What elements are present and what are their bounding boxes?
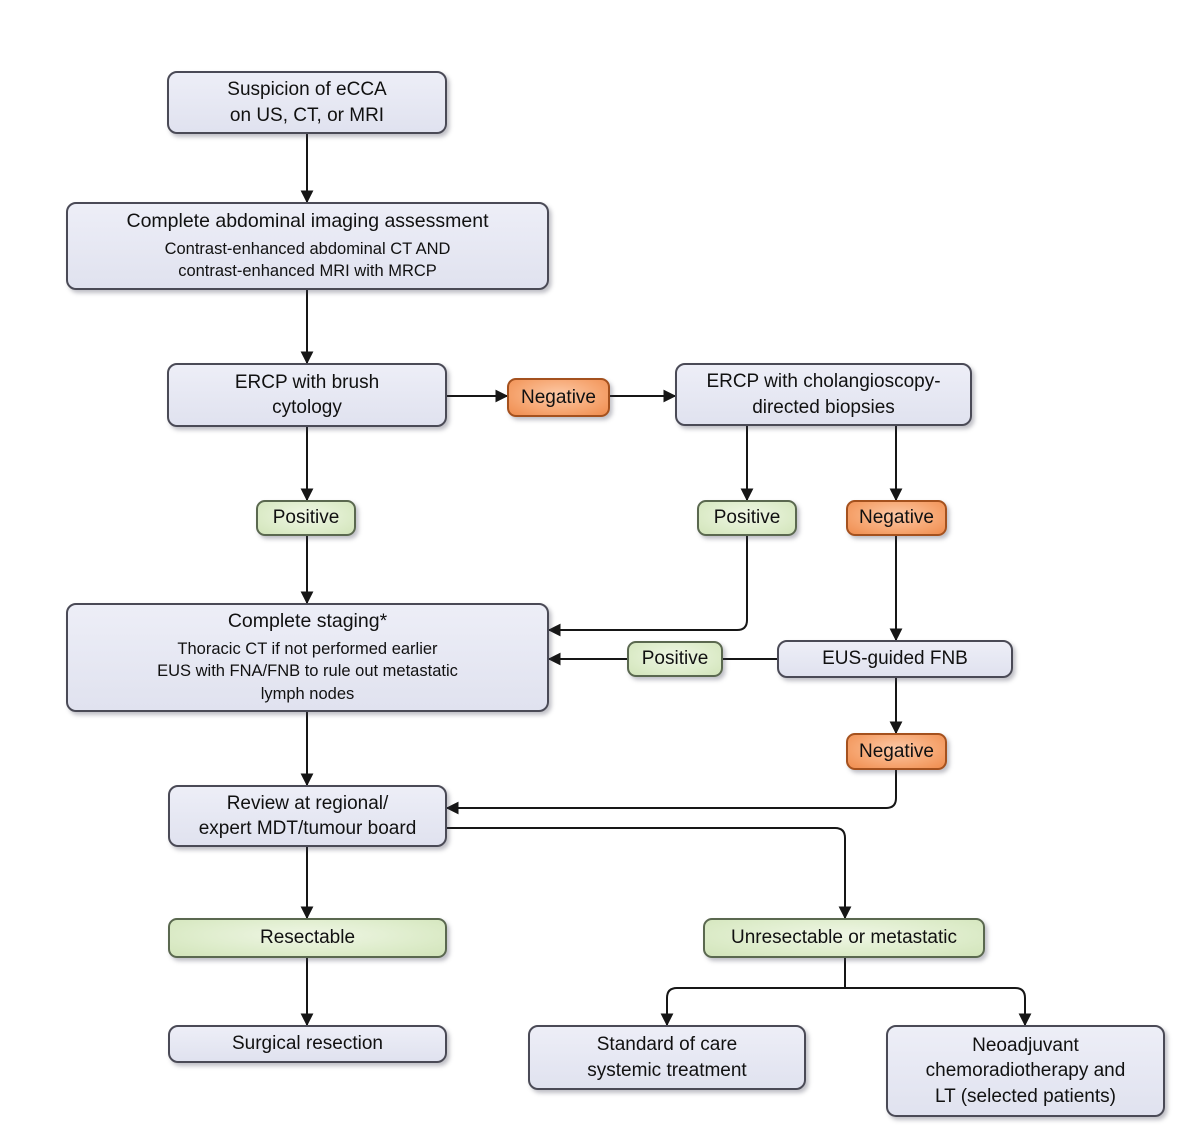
node-resectable-label: Resectable: [259, 927, 356, 949]
node-ercp-brush: ERCP with brush cytology: [167, 363, 447, 427]
badge-negative-brush-label: Negative: [521, 386, 596, 408]
node-suspicion: Suspicion of eCCA on US, CT, or MRI: [167, 71, 447, 134]
node-mdt-review: Review at regional/ expert MDT/tumour bo…: [168, 785, 447, 847]
badge-positive-brush: Positive: [256, 500, 356, 536]
node-complete-staging-title: Complete staging*: [227, 609, 388, 632]
node-ercp-cholangioscopy: ERCP with cholangioscopy- directed biops…: [675, 363, 972, 426]
node-eus-guided-fnb-label: EUS-guided FNB: [822, 648, 968, 670]
node-imaging-subtext: Contrast-enhanced abdominal CT AND contr…: [164, 239, 451, 281]
node-eus-guided-fnb: EUS-guided FNB: [777, 640, 1013, 678]
badge-negative-eus: Negative: [846, 733, 947, 770]
node-neoadjuvant: Neoadjuvant chemoradiotherapy and LT (se…: [886, 1025, 1165, 1117]
badge-positive-cholangioscopy: Positive: [697, 500, 797, 536]
node-unresectable: Unresectable or metastatic: [703, 918, 985, 958]
badge-negative-brush: Negative: [507, 378, 610, 417]
node-standard-of-care: Standard of care systemic treatment: [528, 1025, 806, 1090]
arrow-split-to-neoadjuvant: [845, 987, 1032, 1027]
arrow-review-to-unresectable: [447, 827, 852, 920]
badge-positive-eus: Positive: [627, 641, 723, 677]
node-surgical-resection-label: Surgical resection: [231, 1033, 384, 1055]
arrow-cholangio-positive-to-staging: [547, 536, 748, 637]
badge-negative-cholangioscopy-label: Negative: [859, 507, 934, 529]
badge-positive-brush-label: Positive: [272, 507, 340, 529]
arrow-split-to-standard: [660, 987, 845, 1027]
node-suspicion-label: Suspicion of eCCA on US, CT, or MRI: [227, 79, 387, 126]
node-standard-of-care-label: Standard of care systemic treatment: [587, 1034, 747, 1081]
badge-negative-eus-label: Negative: [859, 740, 934, 762]
node-ercp-cholangioscopy-label: ERCP with cholangioscopy- directed biops…: [706, 371, 941, 418]
node-imaging-title: Complete abdominal imaging assessment: [126, 209, 489, 232]
badge-positive-cholangioscopy-label: Positive: [713, 507, 781, 529]
node-neoadjuvant-label: Neoadjuvant chemoradiotherapy and LT (se…: [925, 1035, 1126, 1107]
node-mdt-review-label: Review at regional/ expert MDT/tumour bo…: [198, 792, 417, 839]
node-unresectable-label: Unresectable or metastatic: [731, 927, 957, 949]
node-surgical-resection: Surgical resection: [168, 1025, 447, 1063]
node-resectable: Resectable: [168, 918, 447, 958]
node-complete-staging-subtext: Thoracic CT if not performed earlier EUS…: [157, 639, 458, 704]
badge-positive-eus-label: Positive: [641, 648, 709, 670]
node-complete-staging: Complete staging* Thoracic CT if not per…: [66, 603, 549, 712]
node-imaging-assessment: Complete abdominal imaging assessment Co…: [66, 202, 549, 290]
badge-negative-cholangioscopy: Negative: [846, 500, 947, 536]
node-ercp-brush-label: ERCP with brush cytology: [234, 371, 380, 418]
arrow-eus-negative-to-review: [445, 770, 897, 815]
